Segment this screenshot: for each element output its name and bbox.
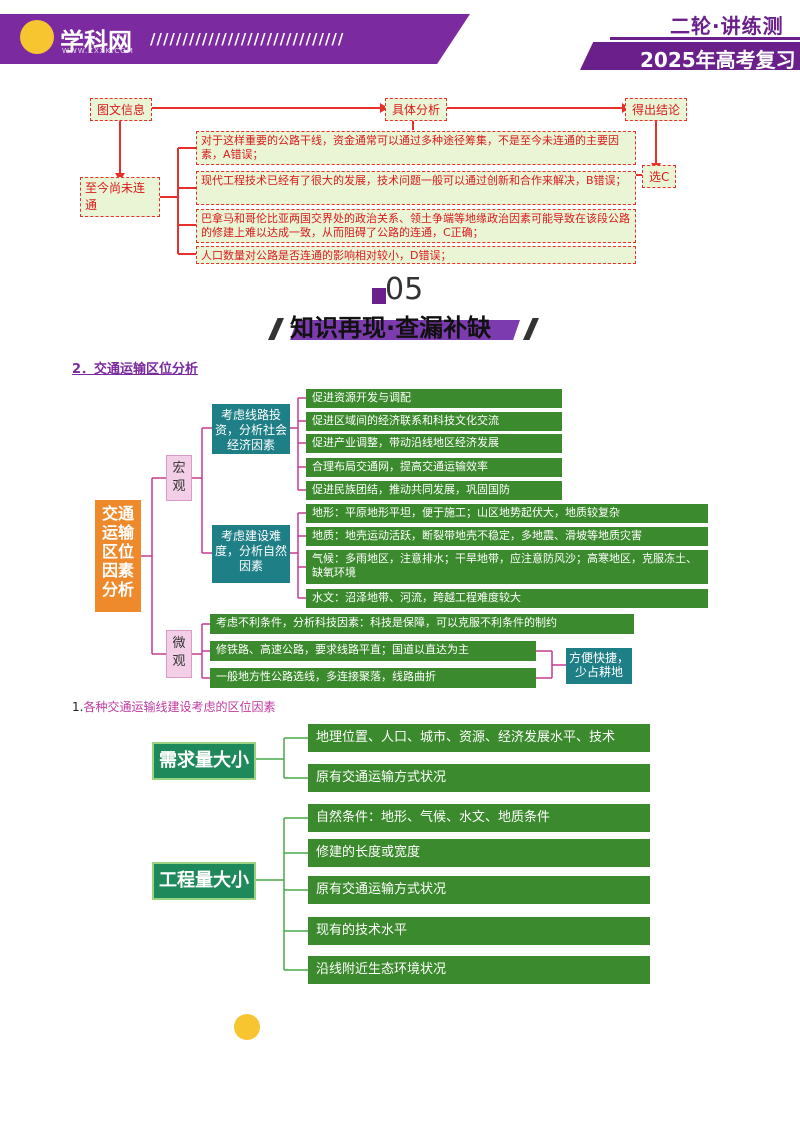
economic-item: 促进区域间的经济联系和科技文化交流 xyxy=(306,412,562,431)
tag-analysis: 具体分析 xyxy=(385,98,448,121)
mindmap-connectors xyxy=(141,397,566,679)
list-title-text: 各种交通运输线建设考虑的区位因素 xyxy=(83,700,276,714)
section-number-accent xyxy=(372,288,386,304)
year-title: 2025年高考复习 xyxy=(640,48,796,72)
analysis-connectors xyxy=(115,103,661,255)
section-number: 05 xyxy=(385,272,424,307)
macro-group-natural: 考虑建设难度，分析自然因素 xyxy=(212,525,290,583)
engineering-item: 现有的技术水平 xyxy=(308,917,650,945)
micro-note: 方便快捷，少占耕地 xyxy=(566,648,632,684)
natural-item: 地质：地壳运动活跃，断裂带地壳不稳定，多地震、滑坡等地质灾害 xyxy=(306,527,708,546)
sub-heading: 2．交通运输区位分析 xyxy=(72,362,199,377)
analysis-conclusion: 选C xyxy=(642,165,677,188)
economic-item: 促进产业调整，带动沿线地区经济发展 xyxy=(306,434,562,453)
series-title: 二轮·讲练测 xyxy=(670,14,784,38)
tag-conclusion: 得出结论 xyxy=(625,98,688,121)
year-banner xyxy=(580,42,800,70)
engineering-item: 沿线附近生态环境状况 xyxy=(308,956,650,984)
demand-item: 地理位置、人口、城市、资源、经济发展水平、技术 xyxy=(308,724,650,752)
natural-item: 气候：多雨地区，注意排水；干旱地带，应注意防风沙；高寒地区，克服冻土、缺氧环境 xyxy=(306,550,708,584)
header-stripes: ////////////////////////////// xyxy=(150,30,345,48)
analysis-item: 现代工程技术已经有了很大的发展，技术问题一般可以通过创新和合作来解决，B错误； xyxy=(196,171,636,205)
logo-mascot-icon xyxy=(20,20,54,54)
section-title-banner xyxy=(290,320,520,340)
mindmap-root: 交通运输区位因素分析 xyxy=(95,500,141,612)
logo-url: WWW.ZXXK.COM xyxy=(62,47,134,55)
macro-node: 宏观 xyxy=(166,455,192,501)
micro-item: 考虑不利条件，分析科技因素：科技是保障，可以克服不利条件的制约 xyxy=(210,614,634,634)
natural-item: 地形：平原地形平坦，便于施工；山区地势起伏大，地质较复杂 xyxy=(306,504,708,523)
logo-text: 学科网 xyxy=(60,28,132,56)
micro-node: 微观 xyxy=(166,630,192,678)
factors-connectors xyxy=(256,737,308,971)
economic-item: 促进资源开发与调配 xyxy=(306,389,562,408)
header-rule xyxy=(610,37,800,40)
engineering-item: 自然条件：地形、气候、水文、地质条件 xyxy=(308,804,650,832)
footer-mascot-icon xyxy=(234,1014,260,1040)
analysis-left-box: 至今尚未连通 xyxy=(80,177,160,217)
factor-demand: 需求量大小 xyxy=(152,742,256,780)
economic-item: 促进民族团结，推动共同发展，巩固国防 xyxy=(306,481,562,500)
engineering-item: 原有交通运输方式状况 xyxy=(308,876,650,904)
analysis-item: 巴拿马和哥伦比亚两国交界处的政治关系、领土争端等地缘政治因素可能导致在该段公路的… xyxy=(196,209,636,243)
natural-item: 水文：沼泽地带、河流，跨越工程难度较大 xyxy=(306,589,708,608)
list-title: 1.各种交通运输线建设考虑的区位因素 xyxy=(72,698,275,715)
macro-group-economic: 考虑线路投资，分析社会经济因素 xyxy=(212,404,290,454)
demand-item: 原有交通运输方式状况 xyxy=(308,764,650,792)
micro-item: 修铁路、高速公路，要求线路平直；国道以直达为主 xyxy=(210,641,536,661)
engineering-item: 修建的长度或宽度 xyxy=(308,839,650,867)
list-number: 1. xyxy=(72,700,84,714)
analysis-item: 人口数量对公路是否连通的影响相对较小，D错误； xyxy=(196,246,636,264)
economic-item: 合理布局交通网，提高交通运输效率 xyxy=(306,458,562,477)
page-header: 学科网 WWW.ZXXK.COM ///////////////////////… xyxy=(0,0,800,74)
factor-engineering: 工程量大小 xyxy=(152,862,256,900)
section-title: 知识再现·查漏补缺 xyxy=(290,314,492,342)
analysis-item: 对于这样重要的公路干线，资金通常可以通过多种途径筹集，不是至今未连通的主要因素，… xyxy=(196,131,636,165)
micro-item: 一般地方性公路选线，多连接聚落，线路曲折 xyxy=(210,668,536,688)
tag-info: 图文信息 xyxy=(90,98,153,121)
logo-banner xyxy=(0,14,470,64)
